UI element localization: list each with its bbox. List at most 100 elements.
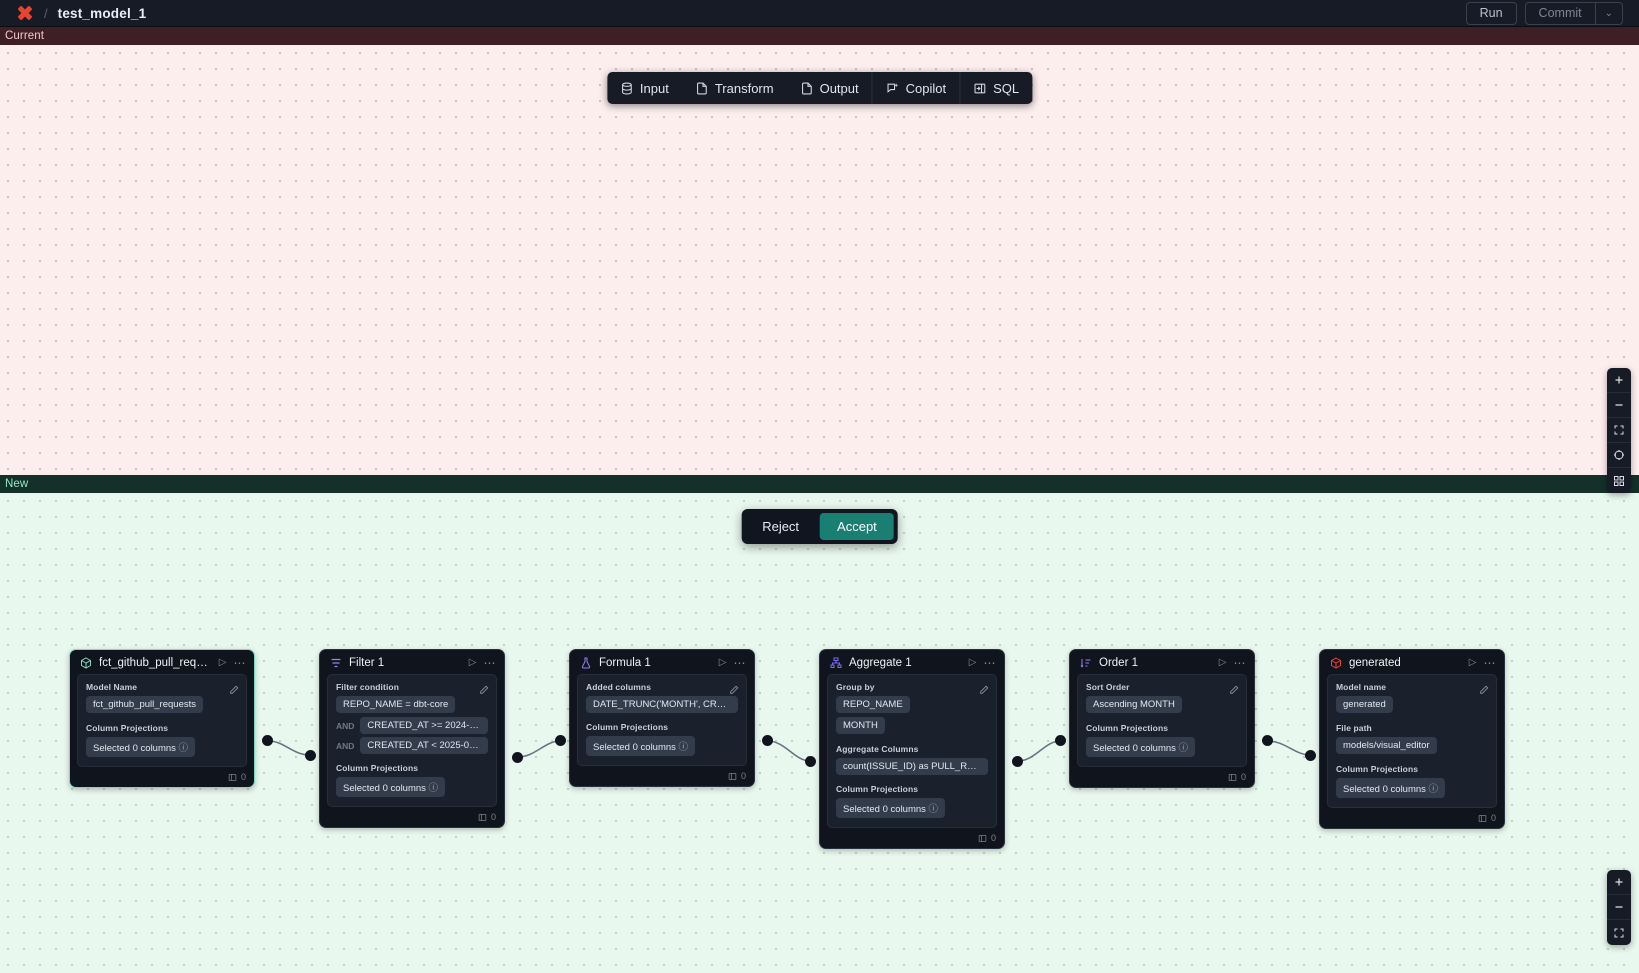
- plus-icon[interactable]: [1607, 368, 1631, 393]
- column-projections-chip[interactable]: Selected 0 columns: [836, 798, 946, 818]
- section-label: Column Projections: [1336, 764, 1419, 774]
- rows-icon: [728, 772, 737, 780]
- run-node-icon[interactable]: ▷: [1218, 656, 1227, 668]
- node-menu-icon[interactable]: ⋯: [1233, 655, 1246, 670]
- node-port-filter-out[interactable]: [512, 752, 523, 763]
- chevron-down-icon[interactable]: ⌄: [1596, 3, 1622, 24]
- toolbar-item-output[interactable]: Output: [787, 72, 872, 104]
- section-label: Sort Order: [1086, 682, 1130, 692]
- reject-button[interactable]: Reject: [745, 513, 816, 540]
- node-menu-icon[interactable]: ⋯: [1483, 655, 1496, 670]
- section-label: Column Projections: [1086, 723, 1169, 733]
- node-title: fct_github_pull_requests: [99, 656, 212, 669]
- edit-icon[interactable]: [479, 682, 489, 700]
- run-node-icon[interactable]: ▷: [968, 656, 977, 668]
- toolbar-item-input[interactable]: Input: [607, 72, 682, 104]
- node-menu-icon[interactable]: ⋯: [733, 655, 746, 670]
- minus-icon[interactable]: [1607, 393, 1631, 418]
- canvas-new[interactable]: fct_github_pull_requests ▷ ⋯ Model Name …: [0, 493, 1639, 973]
- node-order-1[interactable]: Order 1 ▷ ⋯ Sort Order Ascending MONTH C…: [1069, 649, 1255, 788]
- target-icon[interactable]: [1607, 443, 1631, 468]
- added-columns-chip[interactable]: DATE_TRUNC('MONTH', CREATED_AT…: [586, 696, 738, 713]
- node-body: Group by REPO_NAME MONTH Aggregate Colum…: [827, 674, 997, 828]
- column-projections-chip[interactable]: Selected 0 columns: [1086, 737, 1196, 757]
- node-port-filter-in[interactable]: [305, 750, 316, 761]
- fit-screen-icon[interactable]: [1607, 920, 1631, 945]
- node-title: Formula 1: [599, 656, 651, 669]
- plus-icon[interactable]: [1607, 870, 1631, 895]
- node-port-formula-out[interactable]: [762, 735, 773, 746]
- run-node-icon[interactable]: ▷: [218, 656, 227, 668]
- node-port-aggregate-in[interactable]: [805, 756, 816, 767]
- model-name-chip[interactable]: generated: [1336, 696, 1393, 714]
- toolbar-item-label: Copilot: [905, 80, 947, 96]
- edit-icon[interactable]: [1479, 682, 1489, 700]
- commit-button-group[interactable]: Commit ⌄: [1524, 1, 1623, 25]
- minus-icon[interactable]: [1607, 895, 1631, 920]
- toolbar-item-transform[interactable]: Transform: [682, 72, 787, 104]
- canvas-controls-new: [1607, 870, 1631, 945]
- node-body: Model Name fct_github_pull_requests Colu…: [77, 674, 247, 767]
- section-label: Aggregate Columns: [836, 744, 919, 754]
- node-filter-1[interactable]: Filter 1 ▷ ⋯ Filter condition REPO_NAME …: [319, 649, 505, 828]
- filter-condition-chip[interactable]: REPO_NAME = dbt-core: [336, 696, 456, 714]
- node-header: Aggregate 1 ▷ ⋯: [820, 650, 1004, 674]
- document-icon: [800, 81, 814, 95]
- app-top-bar: / test_model_1 Run Commit ⌄: [0, 0, 1639, 27]
- sort-order-chip[interactable]: Ascending MONTH: [1086, 696, 1182, 714]
- node-port-order-in[interactable]: [1055, 735, 1066, 746]
- toolbar-item-copilot[interactable]: Copilot: [871, 72, 959, 104]
- edit-icon[interactable]: [979, 682, 989, 700]
- filter-condition-chip[interactable]: CREATED_AT < 2025-03-01: [360, 737, 488, 754]
- run-node-icon[interactable]: ▷: [718, 656, 727, 668]
- node-footer: 0: [820, 828, 1004, 848]
- column-projections-chip[interactable]: Selected 0 columns: [1336, 778, 1446, 798]
- run-node-icon[interactable]: ▷: [1468, 656, 1477, 668]
- accept-button[interactable]: Accept: [820, 513, 894, 540]
- toolbar-item-sql[interactable]: SQL: [959, 72, 1032, 104]
- flask-icon: [579, 656, 592, 669]
- editor-toolbar: Input Transform Output Copilot SQL: [606, 72, 1033, 104]
- edit-icon[interactable]: [1229, 682, 1239, 700]
- column-projections-chip[interactable]: Selected 0 columns: [86, 737, 196, 757]
- grid-icon[interactable]: [1607, 468, 1631, 493]
- section-label: Column Projections: [336, 763, 419, 773]
- aggregate-columns-chip[interactable]: count(ISSUE_ID) as PULL_REQUEST_…: [836, 758, 988, 775]
- file-path-chip[interactable]: models/visual_editor: [1336, 737, 1437, 755]
- section-label: Filter condition: [336, 682, 399, 692]
- node-menu-icon[interactable]: ⋯: [983, 655, 996, 670]
- document-icon: [695, 81, 709, 95]
- fit-screen-icon[interactable]: [1607, 418, 1631, 443]
- node-port-formula-in[interactable]: [555, 735, 566, 746]
- edit-icon[interactable]: [229, 682, 239, 700]
- node-port-generated-in[interactable]: [1305, 750, 1316, 761]
- top-bar-actions: Run Commit ⌄: [1465, 1, 1631, 25]
- node-generated[interactable]: generated ▷ ⋯ Model name generated File …: [1319, 649, 1505, 829]
- run-button[interactable]: Run: [1465, 1, 1517, 25]
- group-by-chip[interactable]: REPO_NAME: [836, 696, 910, 714]
- column-projections-chip[interactable]: Selected 0 columns: [586, 736, 696, 756]
- node-footer: 0: [1070, 767, 1254, 787]
- node-menu-icon[interactable]: ⋯: [233, 655, 246, 670]
- node-aggregate-1[interactable]: Aggregate 1 ▷ ⋯ Group by REPO_NAME MONTH…: [819, 649, 1005, 849]
- node-row-count: 0: [490, 812, 496, 822]
- value-chip[interactable]: fct_github_pull_requests: [86, 696, 203, 714]
- run-node-icon[interactable]: ▷: [468, 656, 477, 668]
- node-formula-1[interactable]: Formula 1 ▷ ⋯ Added columns DATE_TRUNC('…: [569, 649, 755, 787]
- canvas-current[interactable]: [0, 45, 1639, 475]
- node-menu-icon[interactable]: ⋯: [483, 655, 496, 670]
- node-fct-github-pull-requests[interactable]: fct_github_pull_requests ▷ ⋯ Model Name …: [69, 649, 255, 788]
- filter-condition-chip[interactable]: CREATED_AT >= 2024-12-01: [360, 717, 488, 734]
- group-by-chip[interactable]: MONTH: [836, 717, 885, 735]
- node-footer: 0: [70, 767, 254, 787]
- column-projections-chip[interactable]: Selected 0 columns: [336, 777, 446, 797]
- toolbar-item-label: Input: [639, 80, 669, 96]
- sparkle-chat-icon: [886, 81, 900, 95]
- node-port-aggregate-out[interactable]: [1012, 756, 1023, 767]
- edit-icon[interactable]: [729, 682, 739, 700]
- rows-icon: [228, 773, 237, 781]
- node-port-source-out[interactable]: [262, 735, 273, 746]
- node-header: fct_github_pull_requests ▷ ⋯: [70, 650, 254, 674]
- node-port-order-out[interactable]: [1262, 735, 1273, 746]
- commit-button[interactable]: Commit: [1526, 2, 1596, 24]
